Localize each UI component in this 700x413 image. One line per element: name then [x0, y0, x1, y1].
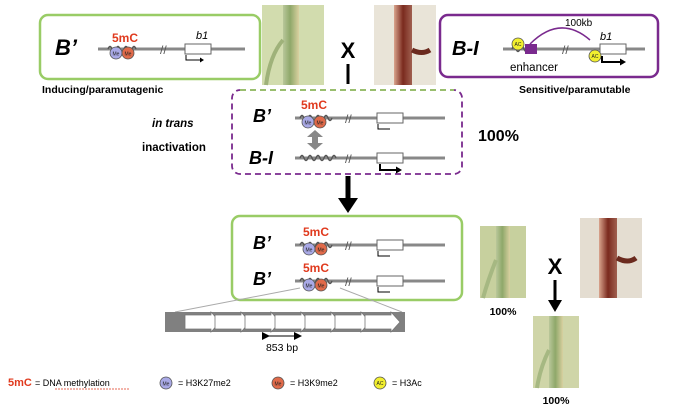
percent-label-left: 100%: [490, 306, 518, 318]
kb-distance-label: 100kb: [565, 18, 593, 29]
transcription-arrow: [601, 56, 620, 63]
cross-arrow-head: [548, 300, 562, 312]
cross-symbol-top: X: [341, 38, 356, 63]
looping-arc: [529, 27, 591, 45]
gene-box: [376, 152, 404, 164]
repeat-unit-length-label: 853 bp: [266, 342, 298, 354]
interaction-double-arrow: [307, 130, 323, 150]
me-mark-text: Me: [163, 382, 170, 388]
transcription-arrow-head: [620, 58, 626, 66]
gene-box: [599, 43, 627, 55]
break-mark: //: [345, 275, 352, 289]
percent-label-top: 100%: [478, 128, 519, 145]
legend-me-red-mark: [271, 376, 285, 390]
legend-ac-text: = H3Ac: [392, 378, 422, 388]
b-i-plant-photo: [374, 5, 436, 85]
dna-repeat-squiggle: [299, 154, 337, 162]
gene-box: [184, 43, 212, 55]
b-prime-homozygote-panel: B’ Me Me 5mC // B’ Me Me 5mC //: [230, 214, 464, 302]
b-prime-bottom-label-2: B’: [253, 269, 272, 289]
enhancer-block: [525, 44, 537, 54]
transcription-arrow: [377, 124, 390, 130]
me-mark-text: Me: [317, 121, 324, 127]
transcription-arrow-head: [396, 166, 402, 174]
me-mark-text: Me: [306, 248, 313, 254]
b-prime-bottom-label-1: B’: [253, 233, 272, 253]
zoom-line-right: [339, 287, 403, 313]
legend-me-blue-text: = H3K27me2: [178, 378, 231, 388]
heterozygote-panel: B’ Me Me 5mC // B-I //: [231, 89, 463, 175]
break-mark: //: [345, 152, 352, 166]
legend-me-blue-mark: [159, 376, 173, 390]
me-mark-red: [313, 115, 327, 129]
me-mark-text: Me: [275, 382, 282, 388]
me-mark-red: [314, 242, 328, 256]
b-prime-top-label: B’: [55, 35, 78, 60]
legend-me-red-text: = H3K9me2: [290, 378, 338, 388]
b-i-top-panel: B-I AC 100kb enhancer // AC b1: [438, 13, 660, 79]
legend: 5mC = DNA methylation Me = H3K27me2 Me =…: [8, 376, 422, 390]
five-mc-label: 5mC: [303, 261, 329, 275]
b-i-mid-label: B-I: [249, 148, 274, 168]
b-i-top-label: B-I: [452, 38, 479, 60]
progeny-plant-photo: [533, 316, 579, 389]
break-mark: //: [160, 43, 167, 57]
transcription-arrow: [379, 164, 396, 171]
transcription-arrow: [377, 251, 390, 257]
b-prime-top-panel: B’ Me Me 5mC // b1: [38, 13, 262, 81]
generation-arrow-head: [338, 198, 358, 213]
legend-5mc-text: = DNA methylation: [35, 378, 110, 388]
sensitive-paramutable-label: Sensitive/paramutable: [519, 84, 631, 96]
b-prime-top-box: [38, 13, 262, 81]
transcription-arrow: [377, 287, 390, 293]
gene-box: [376, 239, 404, 251]
b-prime-plant-photo: [262, 5, 324, 86]
b1-gene-label: b1: [600, 31, 612, 43]
legend-5mc-key: 5mC: [8, 377, 32, 389]
break-mark: //: [345, 112, 352, 126]
break-mark: //: [345, 239, 352, 253]
me-mark-text: Me: [113, 52, 120, 58]
ac-mark: [511, 37, 525, 51]
transcription-arrow: [185, 55, 200, 61]
five-mc-label: 5mC: [301, 98, 327, 112]
legend-ac-mark: [373, 376, 387, 390]
percent-label-bottom: 100%: [543, 395, 571, 407]
gene-box: [376, 275, 404, 287]
b-prime-progeny-photo: [480, 226, 526, 299]
repeat-unit-arrow: [364, 310, 401, 334]
cross-symbol-bottom: X: [548, 254, 563, 279]
me-mark-text: Me: [125, 52, 132, 58]
b1-gene-label: b1: [196, 30, 208, 42]
me-mark-red: [121, 46, 135, 60]
b-i-parent-photo: [580, 218, 642, 298]
five-mc-label: 5mC: [303, 225, 329, 239]
b-prime-mid-label: B’: [253, 106, 272, 126]
enhancer-label: enhancer: [510, 62, 558, 74]
ac-mark-text: AC: [377, 381, 384, 387]
me-mark-text: Me: [318, 248, 325, 254]
transcription-arrow-head: [200, 57, 204, 63]
gene-box: [376, 112, 404, 124]
ac-mark-text: AC: [515, 42, 522, 48]
inducing-paramutagenic-label: Inducing/paramutagenic: [42, 84, 164, 96]
break-mark: //: [562, 43, 569, 57]
b-i-top-box: [438, 13, 660, 79]
heterozygote-box: [231, 89, 463, 175]
homozygote-box: [230, 214, 464, 302]
tandem-repeat-array: [165, 310, 405, 334]
five-mc-label: 5mC: [112, 31, 138, 45]
me-mark-red: [314, 278, 328, 292]
ac-mark-text: AC: [592, 54, 599, 60]
zoom-line-left: [174, 287, 301, 313]
inactivation-label: inactivation: [142, 142, 206, 154]
me-mark-text: Me: [306, 284, 313, 290]
in-trans-label: in trans: [152, 118, 194, 130]
me-mark-text: Me: [318, 284, 325, 290]
me-mark-text: Me: [305, 121, 312, 127]
